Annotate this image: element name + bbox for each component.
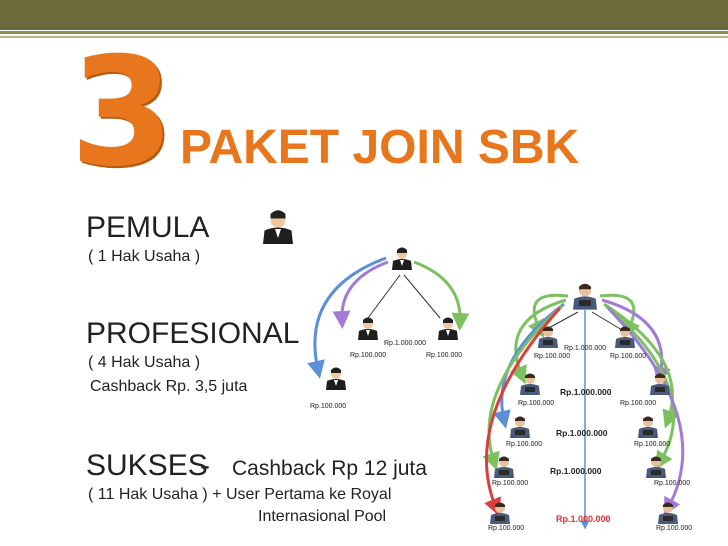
profesional-left-person xyxy=(358,317,378,340)
sukses-row2-left: Rp.100.000 xyxy=(518,400,554,407)
sukses-row3-left: Rp.100.000 xyxy=(506,441,542,448)
profesional-right-person xyxy=(438,317,458,340)
sukses-row2-right: Rp.100.000 xyxy=(620,400,656,407)
sukses-row4-center: Rp.1.000.000 xyxy=(550,466,602,476)
package-profesional-name: PROFESIONAL xyxy=(86,317,300,350)
sukses-row1-center: Rp.1.000.000 xyxy=(564,345,606,352)
package-sukses-detail: ( 11 Hak Usaha ) + User Pertama ke Royal xyxy=(88,486,392,503)
sukses-row1-right: Rp.100.000 xyxy=(610,353,646,360)
sukses-top-person xyxy=(573,283,597,310)
sukses-person-3r xyxy=(638,416,658,438)
sukses-diagram: Rp.1.000.000 Rp.100.000 Rp.100.000 Rp.1.… xyxy=(482,283,692,532)
profesional-left-value: Rp.100.000 xyxy=(350,352,386,359)
sukses-person-3l xyxy=(510,416,530,438)
sukses-person-4l xyxy=(494,456,514,478)
sukses-person-5l xyxy=(490,502,510,524)
package-pemula-name: PEMULA xyxy=(86,211,210,244)
profesional-top-person xyxy=(392,247,412,270)
header-bar xyxy=(0,0,728,30)
profesional-bottom-person xyxy=(326,367,346,390)
package-profesional-detail: ( 4 Hak Usaha ) xyxy=(88,354,201,371)
package-sukses-cashback: Cashback Rp 12 juta xyxy=(232,457,427,480)
header-divider xyxy=(0,31,728,34)
package-sukses-name: SUKSES xyxy=(86,449,208,482)
package-sukses-separator: - xyxy=(200,449,210,482)
profesional-right-value: Rp.100.000 xyxy=(426,352,462,359)
header-divider-light xyxy=(0,36,728,38)
pemula-avatar xyxy=(263,210,293,244)
sukses-row3-center: Rp.1.000.000 xyxy=(556,428,608,438)
profesional-diagram: Rp.1.000.000 Rp.100.000 Rp.100.000 Rp.10… xyxy=(307,247,470,410)
sukses-row3-right: Rp.100.000 xyxy=(634,441,670,448)
package-profesional-cashback: Cashback Rp. 3,5 juta xyxy=(90,378,248,395)
sukses-person-5r xyxy=(658,502,678,524)
package-pemula-detail: ( 1 Hak Usaha ) xyxy=(88,248,201,265)
sukses-row4-left: Rp.100.000 xyxy=(492,480,528,487)
package-sukses-detail-2: Internasional Pool xyxy=(258,508,387,525)
sukses-row1-left: Rp.100.000 xyxy=(534,353,570,360)
sukses-row4-right: Rp.100.000 xyxy=(654,480,690,487)
sukses-row5-right: Rp.100.000 xyxy=(656,525,692,532)
profesional-bottom-value: Rp.100.000 xyxy=(310,403,346,410)
profesional-top-value: Rp.1.000.000 xyxy=(384,340,426,347)
sukses-row5-left: Rp.100.000 xyxy=(488,525,524,532)
sukses-row5-center: Rp.1.000.000 xyxy=(556,514,611,524)
sukses-person-2l xyxy=(520,373,540,395)
sukses-row2-center: Rp.1.000.000 xyxy=(560,387,612,397)
page-title: PAKET JOIN SBK xyxy=(180,121,580,174)
title-number: 3 xyxy=(70,26,174,200)
